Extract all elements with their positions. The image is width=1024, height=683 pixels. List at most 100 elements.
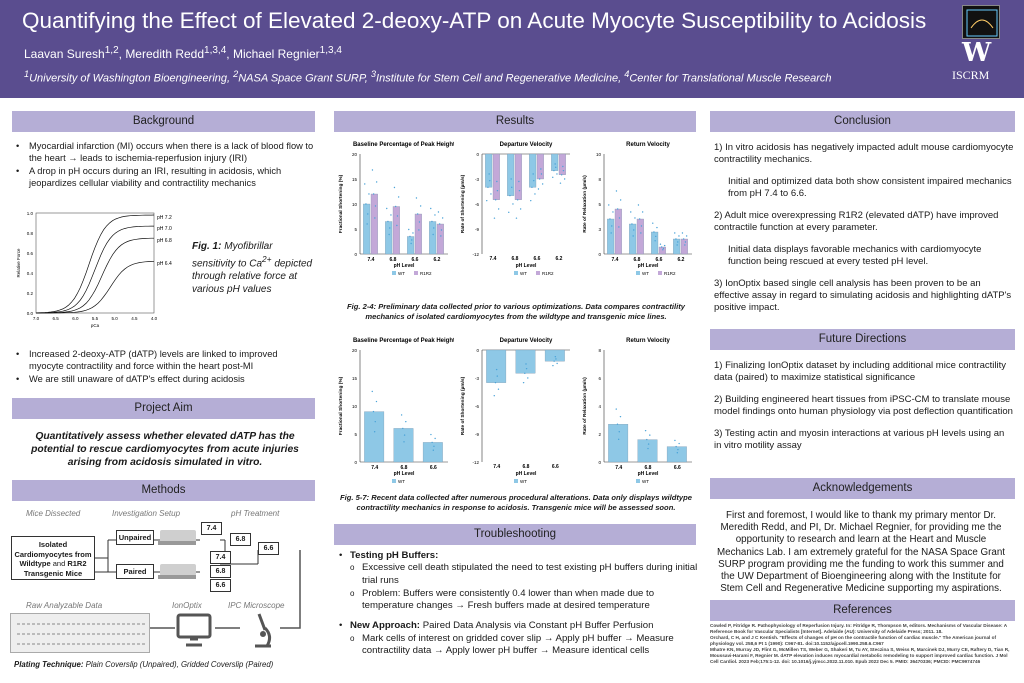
data-point — [659, 243, 662, 245]
data-point — [374, 205, 377, 207]
fig1-xtick: 4.0 — [151, 316, 158, 321]
fig1-xlabel: pCa — [91, 323, 100, 328]
data-point — [538, 178, 541, 180]
y-tick: 20 — [352, 152, 358, 157]
x-tick: 7.4 — [615, 465, 622, 471]
data-point — [418, 229, 420, 231]
reference-item: Mhatre KN, Murray JD, Flint G, McMillen … — [710, 647, 1010, 664]
section-heading-troubleshooting: Troubleshooting — [334, 524, 696, 545]
plating-technique-note: Plating Technique: Plain Coverslip (Unpa… — [14, 660, 274, 669]
ph-box: 7.4 — [201, 522, 222, 535]
data-point — [615, 408, 617, 410]
section-heading-references: References — [710, 600, 1015, 621]
y-tick: 4 — [598, 404, 601, 409]
data-point — [364, 183, 366, 185]
section-heading-aim: Project Aim — [12, 398, 315, 419]
data-point — [396, 215, 399, 217]
data-point — [662, 247, 665, 250]
list-item: New Approach: Paired Data Analysis via C… — [336, 620, 698, 633]
y-tick: 15 — [352, 177, 358, 182]
data-point — [373, 431, 376, 433]
data-point — [619, 415, 622, 418]
data-point — [496, 189, 499, 192]
x-tick: 6.8 — [523, 464, 530, 470]
y-label: Rate of Relaxation (µm/s) — [582, 377, 588, 435]
data-point — [403, 441, 405, 443]
data-point — [555, 358, 557, 360]
references-list: Cowled P, Fitridge R. Pathophysiology of… — [710, 623, 1015, 665]
data-point — [618, 431, 620, 433]
ph-box: 6.6 — [210, 579, 231, 592]
affiliation-list: 1University of Washington Bioengineering… — [24, 69, 832, 85]
bar — [370, 193, 378, 255]
bar — [529, 153, 537, 188]
bar — [637, 439, 658, 463]
data-point — [540, 168, 542, 170]
legend-swatch — [414, 271, 418, 275]
ph-box: 6.8 — [210, 565, 231, 578]
data-point — [652, 222, 654, 224]
data-point — [493, 395, 495, 397]
bar — [551, 153, 559, 171]
fig5-7-caption: Fig. 5-7: Recent data collected after nu… — [340, 493, 692, 512]
bar — [514, 153, 522, 200]
data-point — [633, 229, 635, 231]
data-point — [512, 203, 514, 205]
data-point — [618, 217, 621, 219]
bar — [392, 206, 400, 255]
bar — [558, 153, 566, 175]
data-point — [527, 377, 529, 379]
section-heading-results: Results — [334, 111, 696, 132]
bar — [636, 218, 644, 255]
list-item: A drop in pH occurs during an IRI, resul… — [14, 165, 314, 190]
chart-title: Baseline Percentage of Peak Height — [353, 338, 454, 344]
list-item: 2) Building engineered heart tissues fro… — [714, 394, 1013, 417]
data-point — [610, 232, 612, 234]
list-item: 3) IonOptix based single cell analysis h… — [714, 278, 1012, 313]
x-tick: 6.2 — [434, 257, 441, 263]
data-point — [617, 438, 620, 441]
data-point — [402, 427, 404, 430]
data-point — [431, 220, 433, 223]
list-item: 1) In vitro acidosis has negatively impa… — [714, 142, 1014, 165]
bar — [414, 213, 422, 255]
data-point — [556, 173, 558, 175]
bar — [422, 442, 443, 463]
section-heading-conclusion: Conclusion — [710, 111, 1015, 132]
legend-label: WT — [520, 479, 527, 484]
fig1-curve — [35, 214, 155, 314]
data-point — [647, 447, 649, 450]
data-point — [411, 239, 413, 241]
data-point — [389, 227, 391, 229]
monitor-icon — [174, 613, 214, 647]
x-tick: 7.4 — [612, 257, 619, 263]
data-point — [556, 362, 558, 365]
bar — [492, 153, 500, 200]
list-item: 2) Adult mice overexpressing R1R2 (eleva… — [714, 210, 999, 233]
y-tick: 3 — [598, 227, 601, 232]
ph-box: 7.4 — [210, 551, 231, 564]
x-tick: 6.8 — [645, 465, 652, 471]
fig1-xtick: 6.0 — [72, 316, 79, 321]
lab-logo-icon — [962, 5, 1000, 39]
data-point — [495, 368, 498, 371]
y-label: Rate of Shortening (µm/s) — [460, 174, 466, 233]
x-tick: 6.2 — [678, 257, 685, 263]
dish-icon — [160, 530, 196, 542]
data-point — [496, 180, 498, 183]
data-point — [430, 207, 432, 210]
x-tick: 6.8 — [512, 256, 519, 262]
data-point — [508, 211, 510, 214]
x-tick: 7.4 — [493, 464, 500, 470]
data-point — [554, 163, 556, 165]
data-point — [374, 217, 376, 219]
data-point — [616, 423, 619, 425]
data-point — [641, 211, 644, 213]
data-point — [637, 204, 640, 206]
fig1-ytick: 0.6 — [27, 251, 34, 256]
y-tick: 8 — [598, 348, 601, 353]
list-item: 1) Finalizing IonOptix dataset by includ… — [714, 360, 1007, 383]
data-point — [386, 207, 388, 210]
y-tick: 0 — [598, 252, 601, 257]
